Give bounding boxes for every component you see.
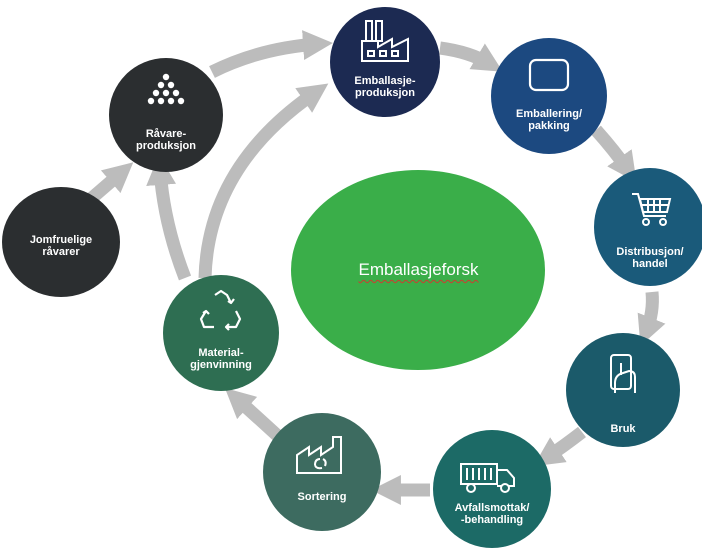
- node-sortering-label: Sortering: [297, 491, 347, 503]
- recycling-factory-icon: [296, 436, 342, 474]
- garbage-truck-icon: [460, 463, 515, 493]
- center-label: Emballasjeforsk: [358, 260, 479, 279]
- arrow-distribusjon-to-bruk: [637, 291, 666, 346]
- node-materialgjenvinning: Material- gjenvinning: [163, 275, 279, 391]
- arrow-emballasje-to-emballering: [439, 41, 503, 72]
- node-distribusjon-handel: Distribusjon/ handel: [594, 168, 702, 286]
- hand-phone-icon: [610, 354, 636, 393]
- node-avfallsmottak: Avfallsmottak/ -behandling: [433, 430, 551, 548]
- dot-pyramid-icon: [147, 73, 185, 105]
- arrow-bruk-to-avfall: [533, 426, 586, 467]
- node-bruk-label: Bruk: [610, 423, 636, 435]
- node-bruk: Bruk: [566, 333, 680, 447]
- node-ravareproduksjon: Råvare- produksjon: [109, 58, 223, 172]
- arrow-ravare-to-emballasjeproduksjon: [209, 30, 333, 78]
- node-avfall-label: Avfallsmottak/ -behandling: [454, 502, 530, 526]
- node-emballering-label: Emballering/ pakking: [515, 108, 583, 132]
- arrow-material-to-ravare: [146, 155, 192, 281]
- arrow-emballering-to-distribusjon: [591, 125, 637, 183]
- package-icon: [528, 58, 570, 92]
- center-ellipse: [291, 170, 545, 370]
- node-distribusjon-label: Distribusjon/ handel: [616, 246, 684, 270]
- node-sortering: Sortering: [263, 413, 381, 531]
- node-emballasjeproduksjon: Emballasje- produksjon: [330, 7, 440, 117]
- shopping-cart-icon: [632, 193, 672, 226]
- arrow-material-to-emballasjeproduksjon: [198, 83, 329, 279]
- node-emballasje-label: Emballasje- produksjon: [354, 75, 416, 99]
- node-ravare-label: Råvare- produksjon: [136, 128, 196, 152]
- node-jomfruelige-label: Jomfruelige råvarer: [29, 234, 93, 258]
- node-material-label: Material- gjenvinning: [190, 347, 252, 371]
- node-emballering-pakking: Emballering/ pakking: [491, 38, 607, 154]
- arrow-sortering-to-material: [224, 387, 285, 443]
- factory-icon: [361, 20, 409, 62]
- node-jomfruelige-ravarer: Jomfruelige råvarer: [2, 187, 120, 297]
- recycle-icon: [199, 289, 242, 331]
